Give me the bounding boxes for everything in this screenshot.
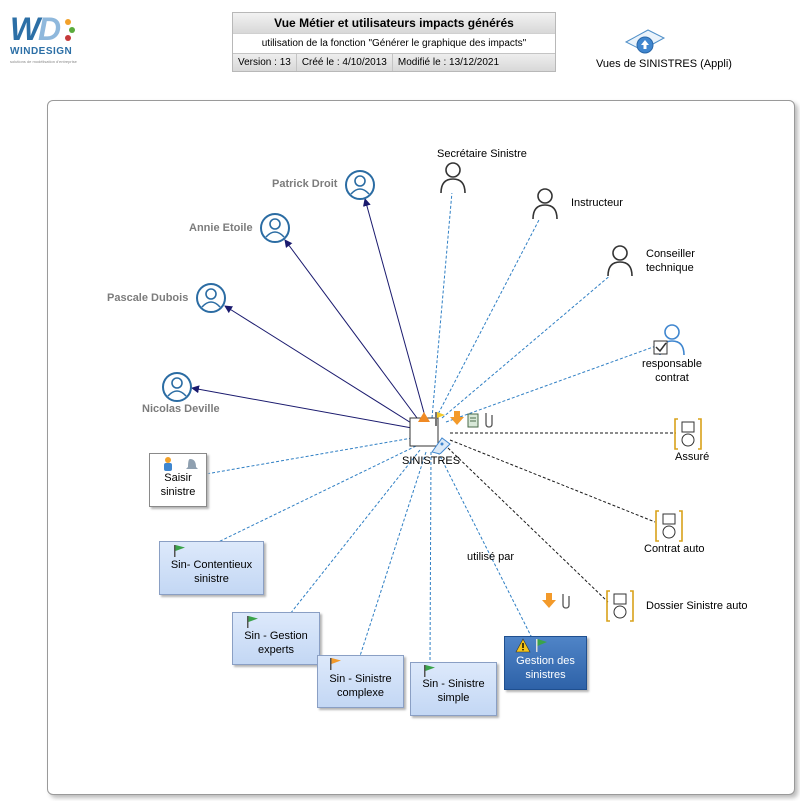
process-sinistre-complexe[interactable]: Sin - Sinistre complexe	[317, 655, 404, 708]
link-contentieux	[209, 445, 417, 547]
role-secretaire-label: Secrétaire Sinistre	[437, 148, 527, 160]
orange-flag-icon	[330, 658, 341, 670]
link-gestion-experts	[289, 449, 421, 615]
process-gestion-experts-label: Sin - Gestion experts	[244, 630, 308, 656]
windesign-logo: W D WINDESIGN solutions de modélisation …	[8, 10, 78, 65]
process-complexe-label: Sin - Sinistre complexe	[329, 673, 392, 699]
entity-dossier-icon[interactable]	[606, 590, 634, 622]
process-saisir-sinistre[interactable]: Saisir sinistre	[149, 453, 207, 507]
logo-mark-icon: W D	[10, 11, 75, 47]
entity-contrat-icon[interactable]	[655, 510, 683, 542]
role-instructeur-icon[interactable]	[530, 186, 560, 220]
link-contrat	[449, 439, 656, 523]
application-icon[interactable]	[404, 408, 504, 454]
link-conseiller	[441, 273, 613, 419]
green-flag-icon	[424, 665, 435, 677]
process-saisir-label: Saisir sinistre	[160, 472, 196, 498]
process-contentieux[interactable]: Sin- Contentieux sinistre	[159, 541, 264, 595]
link-patrick	[363, 198, 427, 421]
link-pascale	[224, 305, 417, 427]
person-pascale-label: Pascale Dubois	[107, 292, 189, 304]
person-patrick-icon[interactable]	[344, 169, 376, 201]
created-label: Créé le : 4/10/2013	[297, 54, 393, 71]
link-dossier	[447, 447, 609, 603]
link-complexe	[359, 451, 427, 657]
role-responsable-label: responsable contrat	[642, 358, 702, 384]
link-nicolas	[191, 385, 413, 429]
person-annie-label: Annie Etoile	[189, 222, 253, 234]
diagram-meta: Version : 13 Créé le : 4/10/2013 Modifié…	[233, 53, 555, 71]
entity-assure-label: Assuré	[675, 451, 710, 463]
role-instructeur-label: Instructeur	[571, 197, 623, 209]
link-responsable	[445, 345, 657, 423]
version-label: Version : 13	[233, 54, 297, 71]
person-patrick-label: Patrick Droit	[272, 178, 338, 190]
svg-text:D: D	[38, 11, 61, 47]
view-up-arrow-icon	[624, 29, 666, 54]
entity-dossier-label: Dossier Sinistre auto	[646, 600, 748, 612]
person-pascale-icon[interactable]	[195, 282, 227, 314]
impact-arrow-clip-icon	[542, 593, 570, 609]
process-sinistre-simple[interactable]: Sin - Sinistre simple	[410, 662, 497, 716]
role-responsable-icon[interactable]	[652, 322, 686, 358]
warning-flag-icon	[515, 638, 547, 653]
process-gestion-sinistres[interactable]: Gestion des sinistres	[504, 636, 587, 690]
user-bell-icon	[164, 457, 198, 471]
logo-brand-text: WINDESIGN	[10, 46, 73, 57]
person-annie-icon[interactable]	[259, 212, 291, 244]
diagram-header: Vue Métier et utilisateurs impacts génér…	[232, 12, 556, 72]
link-instructeur	[435, 217, 541, 419]
link-label-utilise-par: utilisé par	[467, 551, 515, 563]
person-nicolas-label: Nicolas Deville	[142, 403, 220, 415]
green-flag-icon	[174, 545, 185, 557]
view-reference-label: Vues de SINISTRES (Appli)	[596, 58, 732, 70]
link-secretaire	[431, 191, 453, 419]
person-nicolas-icon[interactable]	[161, 371, 193, 403]
process-contentieux-label: Sin- Contentieux sinistre	[170, 559, 253, 585]
green-flag-icon	[247, 616, 258, 628]
link-gestion-sinistres	[437, 451, 533, 639]
center-node-label: SINISTRES	[402, 455, 461, 467]
logo-tagline: solutions de modélisation d'entreprise	[10, 59, 77, 64]
diagram-subtitle: utilisation de la fonction "Générer le g…	[233, 33, 555, 53]
link-saisir	[205, 437, 413, 475]
link-simple	[429, 451, 432, 664]
process-simple-label: Sin - Sinistre simple	[422, 678, 485, 704]
process-gestion-sinistres-label: Gestion des sinistres	[516, 655, 575, 681]
svg-text:W: W	[10, 11, 43, 47]
entity-assure-icon[interactable]	[674, 418, 702, 450]
role-conseiller-icon[interactable]	[605, 243, 635, 277]
diagram-title: Vue Métier et utilisateurs impacts génér…	[233, 13, 555, 33]
modified-label: Modifié le : 13/12/2021	[397, 57, 500, 68]
process-gestion-experts[interactable]: Sin - Gestion experts	[232, 612, 320, 665]
role-conseiller-label: Conseiller technique	[646, 248, 695, 274]
link-annie	[284, 239, 421, 423]
entity-contrat-label: Contrat auto	[644, 543, 705, 555]
view-reference-link[interactable]: Vues de SINISTRES (Appli)	[590, 29, 740, 72]
role-secretaire-icon[interactable]	[438, 160, 468, 194]
